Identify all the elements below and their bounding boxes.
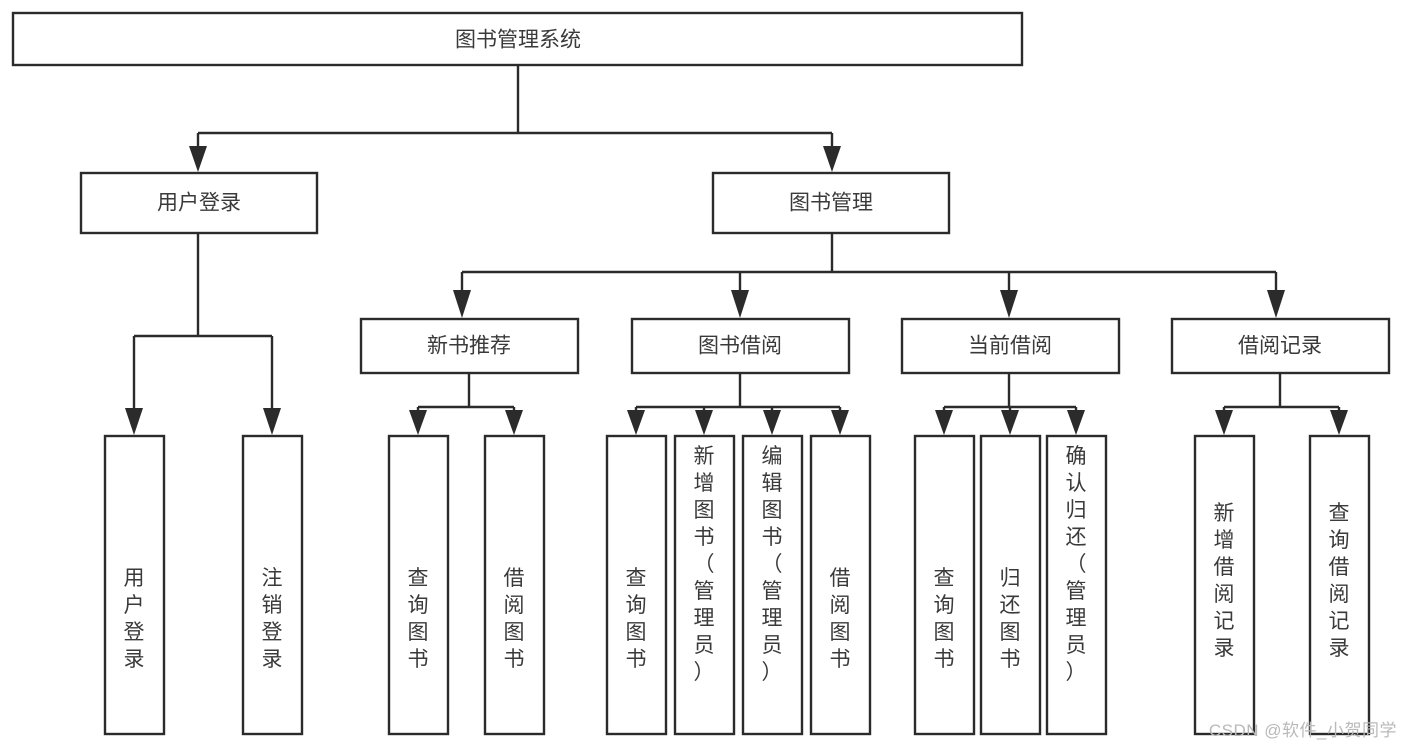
arrow-to-leaf-return-book [1001,410,1019,435]
leaf-label-query-book-2: 查询图书 [626,567,647,671]
node-label-new-book-recommend: 新书推荐 [427,335,511,358]
csdn-watermark: CSDN @软件_小贺同学 [1208,721,1397,740]
node-current-borrow[interactable]: 当前借阅 [900,317,1121,375]
node-label-current-borrow: 当前借阅 [968,335,1052,358]
arrow-to-leaf-edit-book [763,410,781,435]
leaf-label-logout-login: 注销登录 [262,567,283,671]
leaf-label-borrow-book-2: 借阅图书 [830,567,851,671]
leaf-label-confirm-return: 确认归还（管理员） [1066,445,1087,684]
node-new-book-recommend[interactable]: 新书推荐 [359,317,580,375]
node-label-borrow-record: 借阅记录 [1238,335,1322,358]
leaf-node-query-book-1[interactable]: 查询图书 [387,434,450,736]
leaf-label-query-record: 查询借阅记录 [1329,502,1350,660]
leaf-label-query-book-3: 查询图书 [934,567,955,671]
leaf-node-edit-book[interactable]: 编辑图书（管理员） [741,434,804,736]
node-label-book-borrow: 图书借阅 [698,335,782,358]
leaf-node-confirm-return[interactable]: 确认归还（管理员） [1045,434,1108,736]
arrow-to-leaf-borrow-book-1 [505,410,523,435]
arrow-to-leaf-query-book-3 [935,410,953,435]
leaf-node-add-record[interactable]: 新增借阅记录 [1193,434,1256,736]
arrow-to-leaf-logout-login [263,408,281,435]
arrow-to-leaf-user-login [125,408,143,435]
leaf-label-return-book: 归还图书 [1000,567,1021,671]
arrow-to-new-book-recommend [453,290,471,318]
arrow-to-leaf-query-record [1330,410,1348,435]
leaf-node-add-book[interactable]: 新增图书（管理员） [673,434,736,736]
node-book-borrow[interactable]: 图书借阅 [630,317,851,375]
leaf-node-query-record[interactable]: 查询借阅记录 [1308,434,1371,736]
arrow-to-user-login [189,146,207,172]
arrow-to-leaf-add-record [1215,410,1233,435]
arrow-to-leaf-query-book-2 [627,410,645,435]
arrow-to-book-borrow [731,290,749,318]
leaf-label-add-book: 新增图书（管理员） [694,445,715,684]
leaf-label-add-record: 新增借阅记录 [1214,502,1235,660]
arrow-to-borrow-record [1267,290,1285,318]
node-borrow-record[interactable]: 借阅记录 [1170,317,1391,375]
node-book-management[interactable]: 图书管理 [711,171,951,235]
arrow-to-leaf-add-book [695,410,713,435]
leaf-label-borrow-book-1: 借阅图书 [504,567,525,671]
leaf-node-user-login[interactable]: 用户登录 [103,434,166,736]
leaf-node-borrow-book-1[interactable]: 借阅图书 [483,434,546,736]
leaf-label-user-login: 用户登录 [124,567,145,671]
node-user-login[interactable]: 用户登录 [79,171,319,235]
leaf-node-query-book-2[interactable]: 查询图书 [605,434,668,736]
leaf-node-borrow-book-2[interactable]: 借阅图书 [809,434,872,736]
arrow-to-leaf-confirm-return [1067,410,1085,435]
node-label-user-login: 用户登录 [157,192,241,215]
arrow-to-leaf-query-book-1 [409,410,427,435]
leaf-node-logout-login[interactable]: 注销登录 [241,434,304,736]
arrow-to-leaf-borrow-book-2 [831,410,849,435]
leaf-label-query-book-1: 查询图书 [408,567,429,671]
connector-layer [125,65,1348,435]
node-label-root: 图书管理系统 [455,29,581,52]
leaf-node-query-book-3[interactable]: 查询图书 [913,434,976,736]
node-book-management-system[interactable]: 图书管理系统 [11,11,1024,67]
arrow-to-current-borrow [1000,290,1018,318]
arrow-to-book-management [823,146,841,172]
leaf-label-edit-book: 编辑图书（管理员） [762,445,783,684]
leaf-node-return-book[interactable]: 归还图书 [979,434,1042,736]
node-label-book-management: 图书管理 [789,192,873,215]
